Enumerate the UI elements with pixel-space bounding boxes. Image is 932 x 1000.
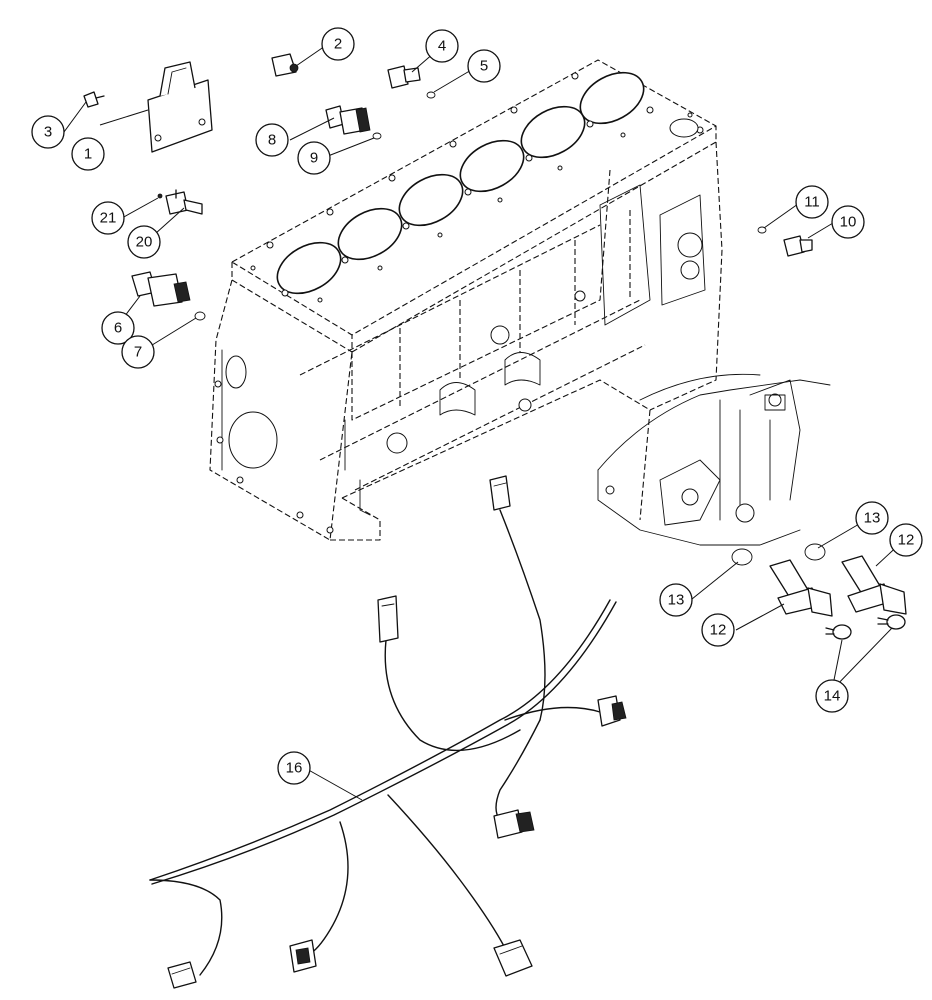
part-14-screw-a [825,624,852,640]
part-13-oring-a [731,548,753,566]
connector-top [489,475,511,511]
callout-11: 11 [795,185,829,219]
callout-number: 6 [114,320,122,337]
callout-number: 20 [136,234,153,251]
callout-2: 2 [321,27,355,61]
part-11-oring [757,226,767,234]
callout-number: 2 [334,36,342,53]
part-4-fitting [387,65,421,89]
callout-9: 9 [297,141,331,175]
part-3-bolt [83,91,105,108]
callout-8: 8 [255,123,289,157]
part-13-oring-b [804,543,826,561]
deck-holes [250,72,704,303]
part-10-fitting [783,235,813,257]
callout-number: 14 [824,688,841,705]
callout-number: 12 [710,622,727,639]
callout-21: 21 [91,201,125,235]
wiring-harness [149,509,617,976]
connector-right [597,695,627,727]
callout-number: 1 [84,146,92,163]
part-1-bracket [147,61,213,153]
part-8-sensor [325,105,371,135]
callout-13-left: 13 [659,583,693,617]
callout-number: 5 [480,58,488,75]
part-14-screw-b [877,614,906,630]
callout-number: 10 [840,214,857,231]
part-20-sensor [165,189,203,215]
callout-12-right: 12 [889,523,923,557]
callout-number: 7 [134,344,142,361]
callout-6: 6 [101,311,135,345]
callout-10: 10 [831,205,865,239]
callout-7: 7 [121,335,155,369]
engine-block [209,59,723,541]
part-7-oring [194,311,206,321]
part-9-oring [372,132,382,140]
callout-13-right: 13 [855,501,889,535]
callout-number: 21 [100,210,117,227]
callout-5: 5 [467,49,501,83]
connector-upper-left [377,595,399,643]
flywheel-housing [597,373,831,546]
part-2-sensor [271,53,299,77]
callout-number: 13 [668,592,685,609]
callout-number: 13 [864,510,881,527]
callout-number: 8 [268,132,276,149]
part-12-sensor-b [841,555,907,615]
callout-12-left: 12 [701,613,735,647]
connector-bottom-right [493,939,533,977]
connector-bottom-left [167,961,197,989]
callout-4: 4 [425,29,459,63]
callout-20: 20 [127,225,161,259]
callout-number: 4 [438,38,446,55]
callout-number: 9 [310,150,318,167]
part-5-oring [426,91,436,99]
callout-1: 1 [71,137,105,171]
callout-number: 12 [898,532,915,549]
callout-number: 16 [286,760,303,777]
connector-bottom-middle [289,939,317,973]
part-12-sensor-a [769,559,833,617]
callout-14: 14 [815,679,849,713]
callout-number: 11 [804,194,820,211]
callout-3: 3 [31,115,65,149]
part-6-sender [131,271,191,307]
connector-middle [493,809,535,839]
callout-number: 3 [44,124,52,141]
callout-16: 16 [277,751,311,785]
part-21-pin [157,193,163,199]
